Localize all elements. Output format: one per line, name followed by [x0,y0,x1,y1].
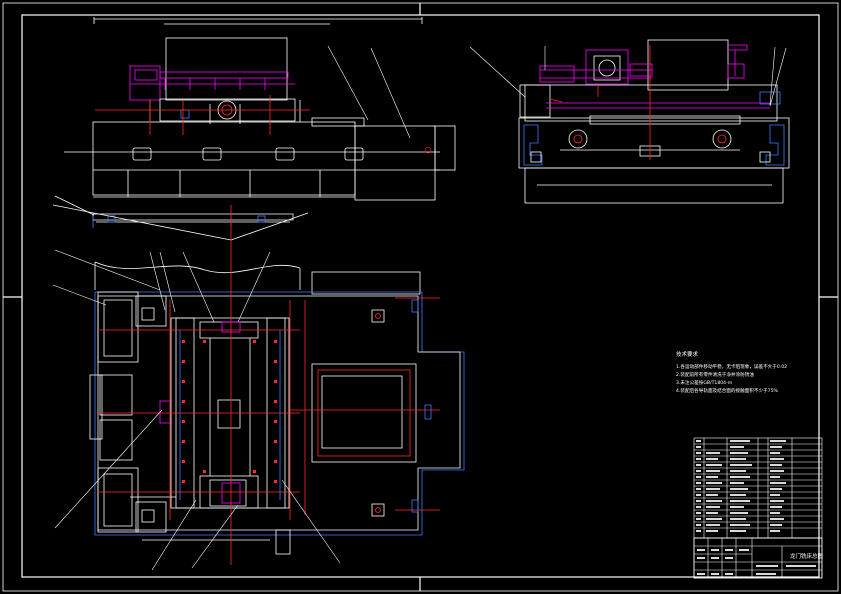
plan-view-gantry [98,244,300,565]
side-view-slides [523,124,785,166]
plan-view-base [89,261,465,555]
plan-view-table [290,297,440,517]
plan-view-leaders [52,249,341,571]
title-block-entries [697,549,816,575]
front-view-leaders [327,45,432,154]
title-block [693,537,823,579]
tech-note-line: 2.装配前所有零件清洗干净并涂防锈油 [676,371,754,378]
drawing-title: 龙门铣床总图 [790,552,824,560]
side-view-spindle [539,44,781,160]
guard-detail [52,195,309,244]
tech-note-line: 1.各运动部件移动平稳，无卡阻现象，误差不大于0.02 [676,363,787,370]
parts-list-entries [696,440,786,532]
front-view [64,17,456,201]
side-view [518,39,790,204]
tech-note-line: 4.装配后各导轨面及结合面的接触面积不少于75% [676,387,779,394]
plan-view-bolts [182,340,277,483]
tech-notes-heading: 技术要求 [676,350,699,358]
technical-requirements: 技术要求 1.各运动部件移动平稳，无卡阻现象，误差不大于0.02 2.装配前所有… [676,350,787,394]
front-view-spindle [95,65,310,135]
parts-list [693,437,823,539]
tech-note-line: 3.未注公差按GB/T1804-m [676,379,733,386]
side-view-leaders [469,46,787,107]
